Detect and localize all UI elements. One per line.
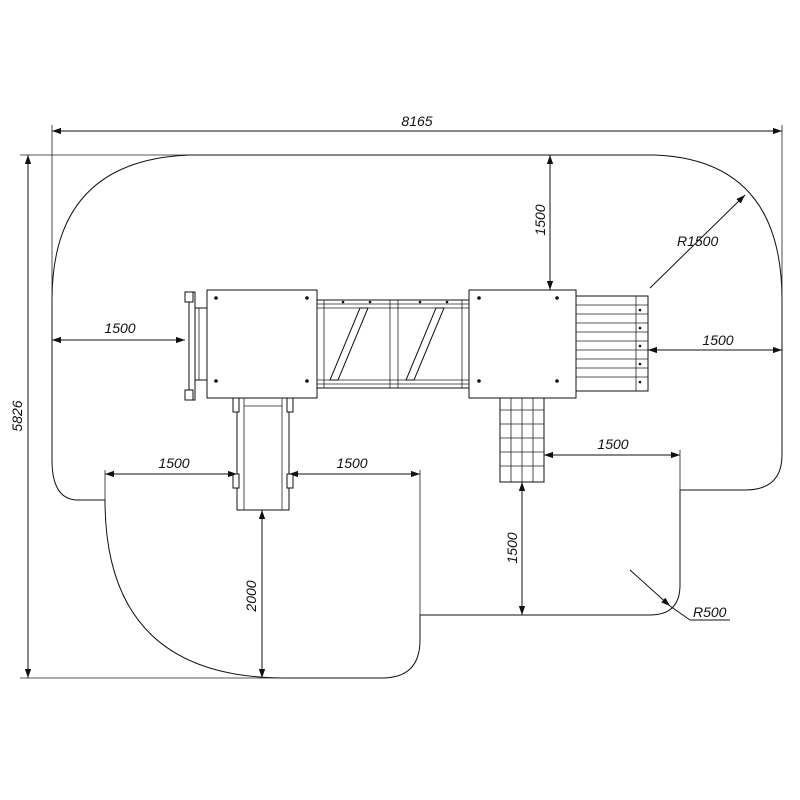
bridge — [316, 299, 470, 389]
dimension-lines — [24, 127, 782, 678]
right-clearance-label: 1500 — [702, 332, 733, 348]
right-platform — [468, 289, 577, 399]
slide-right-clearance-label: 1500 — [336, 455, 367, 471]
steps — [499, 397, 545, 483]
climbing-wall — [575, 295, 649, 392]
corner-radius-large-label: R1500 — [677, 233, 718, 249]
steps-front-clearance-label: 1500 — [504, 532, 520, 563]
slide-left-clearance-label: 1500 — [158, 455, 189, 471]
mid-right-clearance-label: 1500 — [597, 436, 628, 452]
extension-lines — [20, 125, 783, 679]
safety-zone-outline — [51, 154, 783, 679]
top-clearance-label: 1500 — [532, 204, 548, 235]
side-ladder — [184, 291, 208, 401]
corner-radius-small-label: R500 — [693, 604, 727, 620]
left-clearance-label: 1500 — [104, 320, 135, 336]
slide — [232, 397, 294, 511]
slide-front-clearance-label: 2000 — [243, 580, 259, 612]
overall-height-label: 5826 — [9, 400, 25, 431]
left-platform — [206, 289, 318, 399]
overall-width-label: 8165 — [401, 113, 432, 129]
